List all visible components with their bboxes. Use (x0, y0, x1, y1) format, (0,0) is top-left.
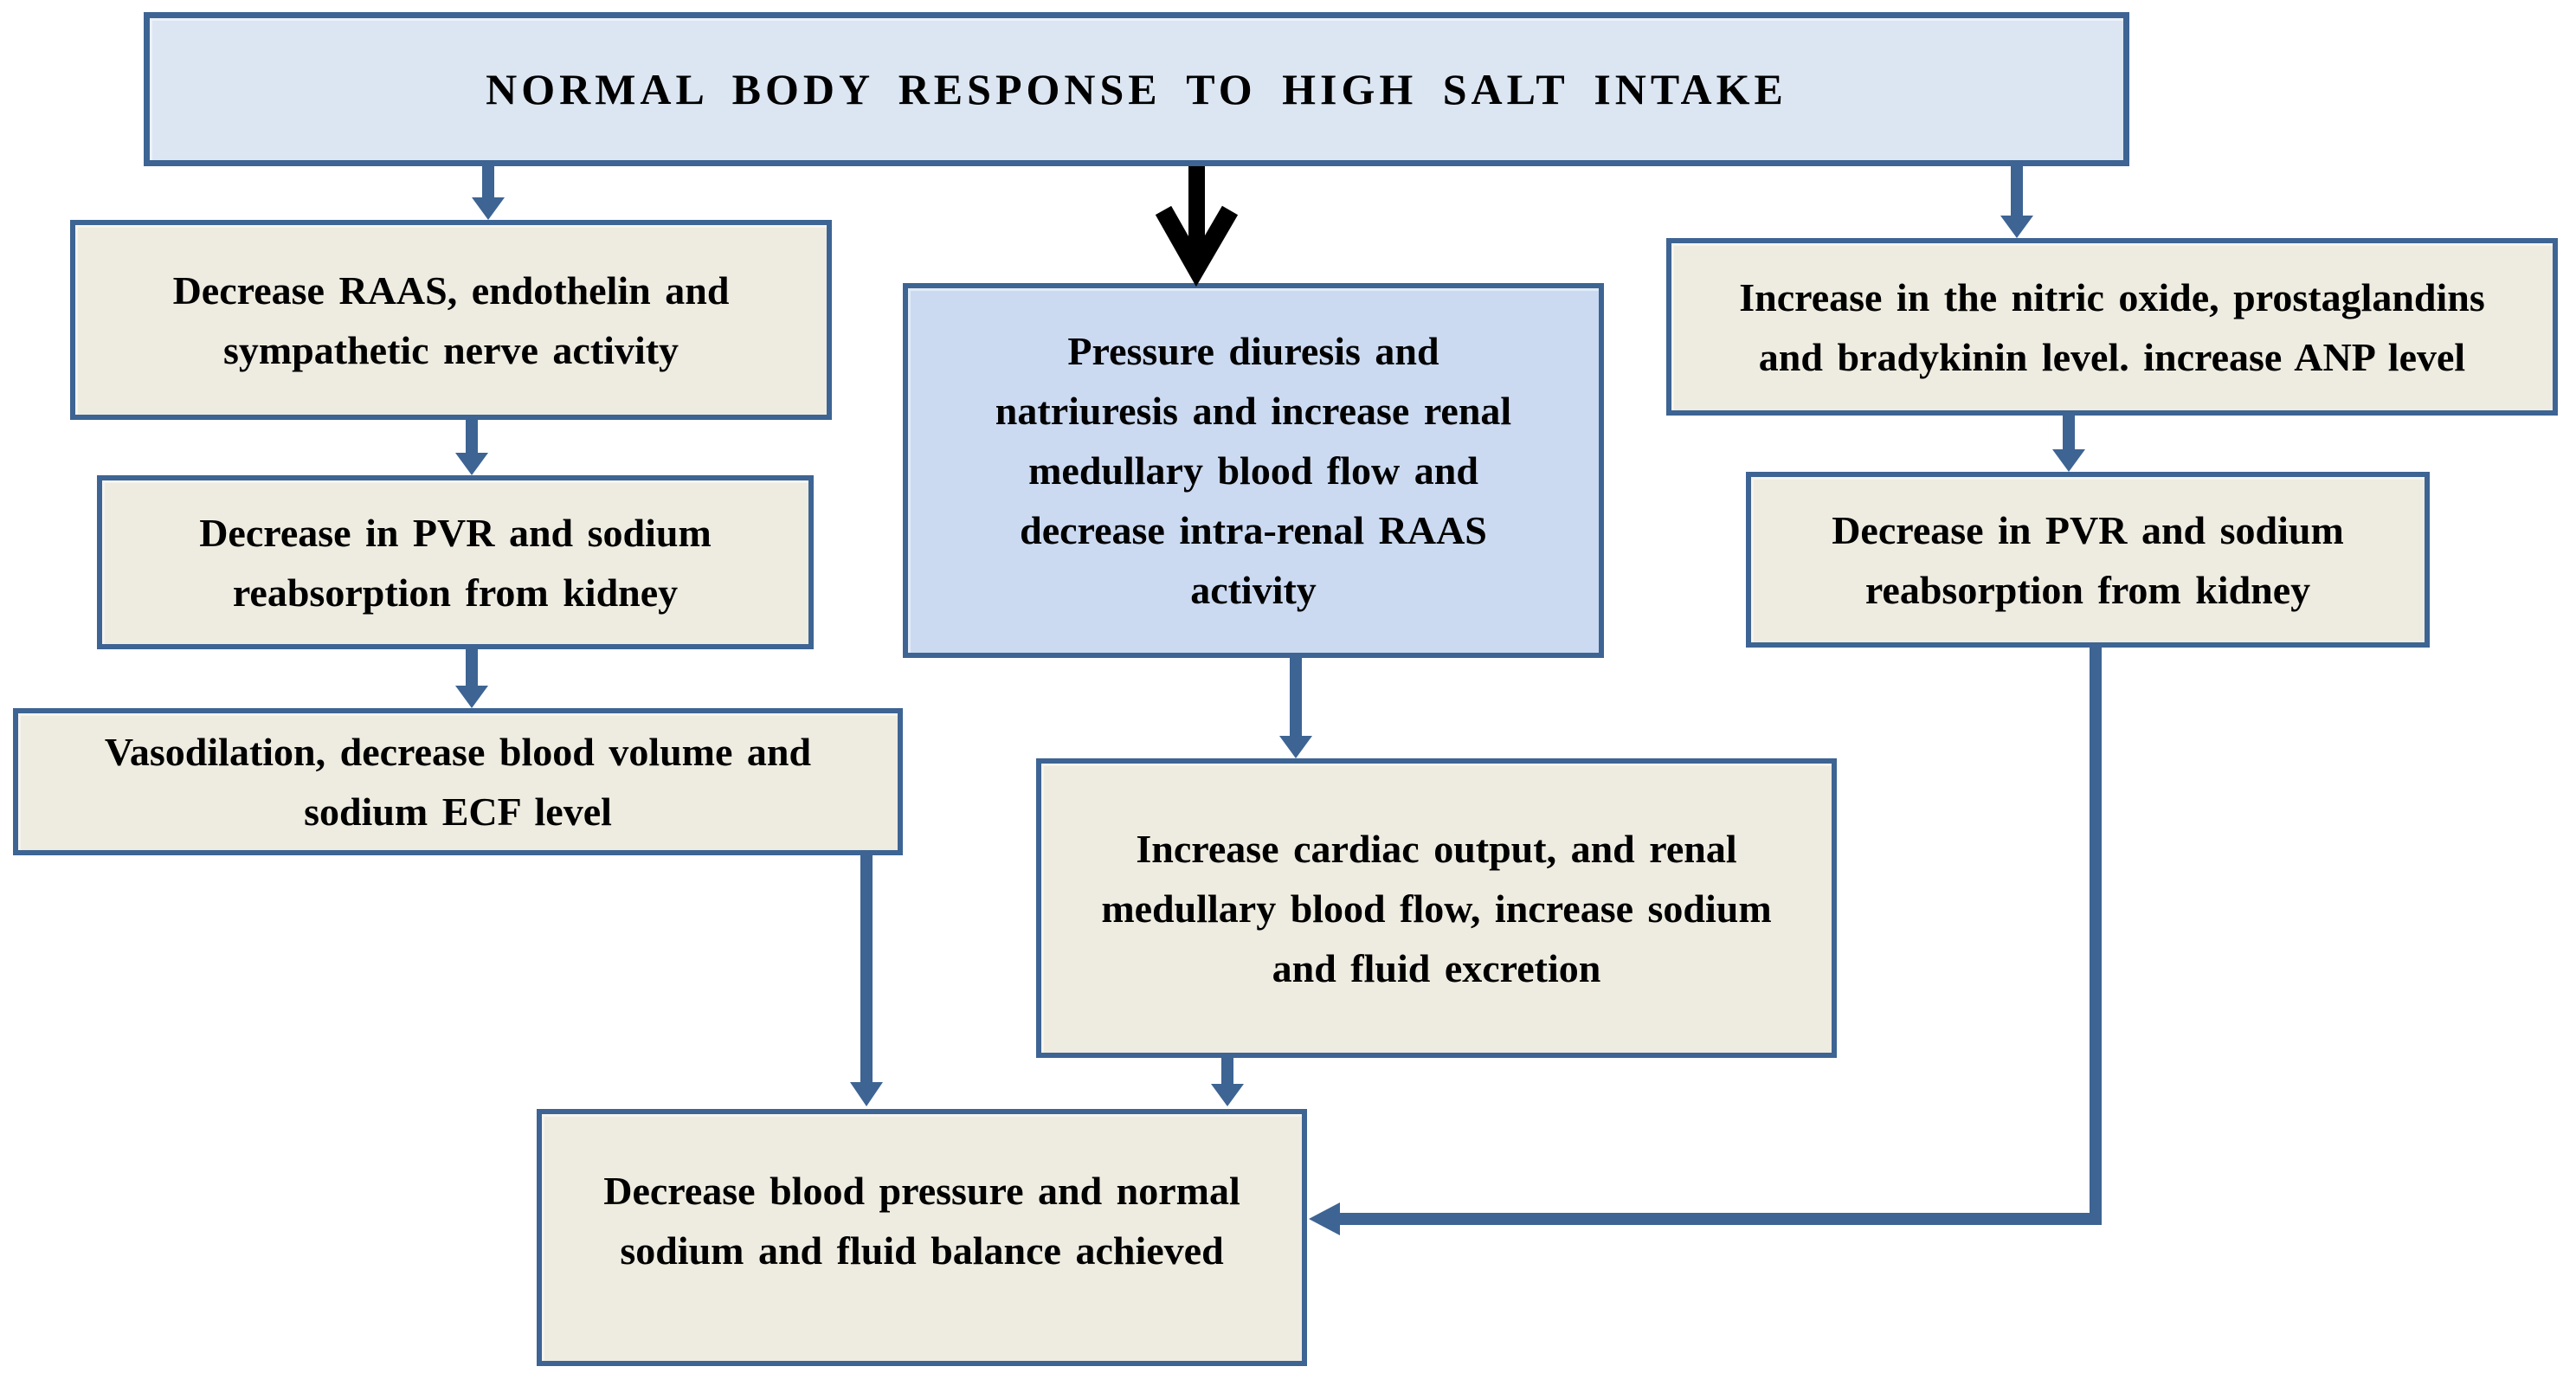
arrow-head (2052, 449, 2085, 472)
arrow-stem (466, 648, 478, 686)
box-decrease-blood-pressure: Decrease blood pressure and normal sodiu… (537, 1109, 1307, 1366)
arrow-stem (1290, 657, 1302, 736)
arrow-head (1309, 1202, 1340, 1235)
box-vasodilation: Vasodilation, decrease blood volume and … (13, 708, 903, 855)
arrow-stem (2011, 166, 2023, 216)
title-text: NORMAL BODY RESPONSE TO HIGH SALT INTAKE (486, 64, 1787, 113)
arrow-stem (466, 419, 478, 454)
arrow-left1-to-left2 (455, 419, 488, 475)
arrow-chevron-head (1155, 205, 1239, 287)
arrow-head (455, 453, 488, 475)
elbow-vertical-stem (2090, 648, 2102, 1225)
arrow-center1-to-center2 (1279, 657, 1312, 758)
arrow-right1-to-right2 (2052, 416, 2085, 472)
arrow-head (472, 197, 505, 220)
arrow-head (1211, 1084, 1244, 1106)
arrow-stem (2063, 416, 2075, 449)
box-increase-cardiac-output: Increase cardiac output, and renal medul… (1036, 758, 1837, 1058)
arrow-title-to-left1 (472, 166, 505, 220)
arrow-stem (1221, 1058, 1233, 1084)
box-increase-nitric-oxide-text: Increase in the nitric oxide, prostaglan… (1739, 274, 2485, 379)
box-decrease-blood-pressure-text: Decrease blood pressure and normal sodiu… (603, 1168, 1240, 1273)
box-pressure-diuresis-text: Pressure diuresis and natriuresis and in… (995, 329, 1512, 612)
arrow-head (1279, 736, 1312, 758)
arrow-head (455, 686, 488, 708)
box-increase-nitric-oxide: Increase in the nitric oxide, prostaglan… (1666, 238, 2558, 416)
arrow-title-to-right1 (2000, 166, 2033, 238)
arrow-stem (1188, 166, 1205, 261)
arrow-left2-to-left3 (455, 648, 488, 708)
box-decrease-pvr-right-text: Decrease in PVR and sodium reabsorption … (1832, 507, 2344, 612)
box-increase-cardiac-output-text: Increase cardiac output, and renal medul… (1101, 826, 1772, 990)
title-box: NORMAL BODY RESPONSE TO HIGH SALT INTAKE (144, 12, 2129, 166)
arrow-head (2000, 216, 2033, 238)
arrow-stem (860, 854, 873, 1082)
elbow-horizontal-stem (1335, 1213, 2102, 1225)
box-vasodilation-text: Vasodilation, decrease blood volume and … (104, 730, 812, 834)
arrow-center2-to-bottom (1211, 1058, 1244, 1106)
arrow-head (850, 1082, 883, 1106)
box-decrease-pvr-left-text: Decrease in PVR and sodium reabsorption … (199, 510, 712, 615)
arrow-stem (482, 166, 494, 201)
box-decrease-pvr-left: Decrease in PVR and sodium reabsorption … (97, 475, 814, 649)
box-decrease-pvr-right: Decrease in PVR and sodium reabsorption … (1746, 472, 2430, 648)
box-pressure-diuresis: Pressure diuresis and natriuresis and in… (903, 283, 1604, 658)
box-decrease-raas: Decrease RAAS, endothelin and sympatheti… (70, 220, 832, 420)
arrow-title-to-center1-black (1155, 166, 1239, 287)
arrow-vasodilation-to-bottom (850, 854, 883, 1106)
box-decrease-raas-text: Decrease RAAS, endothelin and sympatheti… (172, 268, 730, 372)
